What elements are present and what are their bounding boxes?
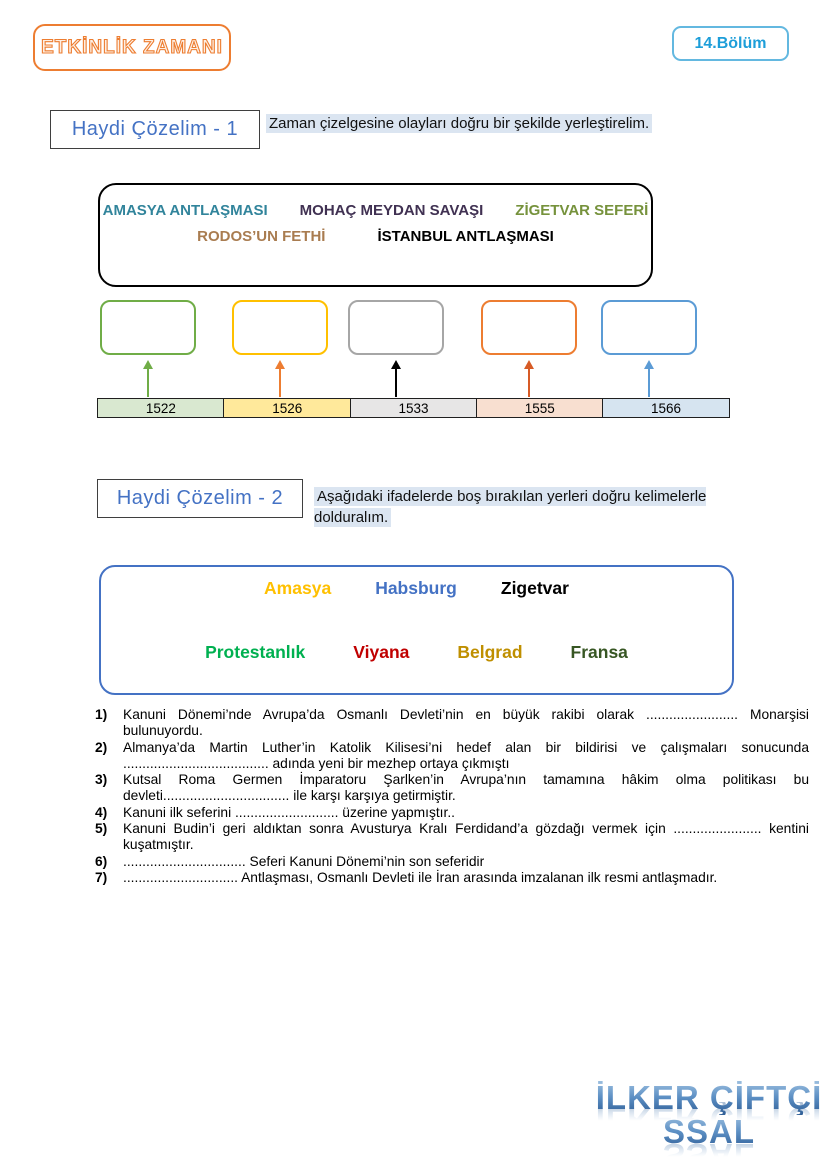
chapter-badge: 14.Bölüm [672,26,789,61]
timeline-year-bar: 1522 1526 1533 1555 1566 [97,398,730,418]
question-3-text: Kutsal Roma Germen İmparatoru Şarlken’in… [123,772,809,804]
event-label-mohac-meydan-savasi[interactable]: MOHAÇ MEYDAN SAVAŞI [299,202,484,219]
year-cell-1566: 1566 [602,398,730,418]
year-cell-1526: 1526 [223,398,352,418]
event-row-1: AMASYA ANTLAŞMASI MOHAÇ MEYDAN SAVAŞI Zİ… [100,202,651,219]
question-4-text: Kanuni ilk seferini ....................… [123,804,456,820]
watermark-name: İLKER ÇİFTÇİ [595,1079,823,1116]
section2-title: Haydi Çözelim - 2 [116,487,284,509]
event-label-istanbul-antlasmasi[interactable]: İSTANBUL ANTLAŞMASI [377,228,554,245]
question-2: 2) Almanya’da Martin Luther’in Katolik K… [95,739,809,771]
chapter-label: 14.Bölüm [694,34,767,52]
word-chip-belgrad[interactable]: Belgrad [457,642,523,662]
question-1: 1) Kanuni Dönemi’nde Avrupa’da Osmanlı D… [95,707,809,739]
section1-title: Haydi Çözelim - 1 [71,118,239,140]
section2-instruction: Aşağıdaki ifadelerde boş bırakılan yerle… [314,487,707,527]
event-label-zigetvar-seferi[interactable]: ZİGETVAR SEFERİ [515,202,649,219]
event-label-amasya-antlasmasi[interactable]: AMASYA ANTLAŞMASI [102,202,268,219]
question-6-text: ................................ Seferi … [123,853,485,869]
question-list: 1) Kanuni Dönemi’nde Avrupa’da Osmanlı D… [95,707,809,886]
question-2-text: Almanya’da Martin Luther’in Katolik Kili… [123,739,809,771]
watermark-school: SSAL [662,1113,755,1151]
timeline-answer-box-1522[interactable] [100,300,196,355]
word-row-1: Amasya Habsburg Zigetvar [101,578,732,599]
arrow-up-icon [275,360,285,397]
event-label-rodosun-fethi[interactable]: RODOS’UN FETHİ [197,228,326,245]
question-1-text: Kanuni Dönemi’nde Avrupa’da Osmanlı Devl… [123,707,809,739]
timeline-answer-box-1566[interactable] [601,300,697,355]
question-5: 5) Kanuni Budin’i geri aldıktan sonra Av… [95,821,809,853]
section2-title-box: Haydi Çözelim - 2 [97,479,303,518]
word-chip-habsburg[interactable]: Habsburg [375,578,457,598]
event-row-2: RODOS’UN FETHİ İSTANBUL ANTLAŞMASI [100,228,651,245]
question-7-text: .............................. Antlaşmas… [123,869,718,885]
event-word-bank: AMASYA ANTLAŞMASI MOHAÇ MEYDAN SAVAŞI Zİ… [98,183,653,287]
arrow-up-icon [524,360,534,397]
timeline-answer-box-1533[interactable] [348,300,444,355]
question-6: 6) ................................ Sefe… [95,854,809,870]
word-chip-protestanlik[interactable]: Protestanlık [205,642,306,662]
answer-word-bank: Amasya Habsburg Zigetvar Protestanlık Vi… [99,565,734,695]
question-4: 4) Kanuni ilk seferini .................… [95,805,809,821]
question-7: 7) .............................. Antlaş… [95,870,809,886]
activity-time-badge: ETKİNLİK ZAMANI [33,24,231,71]
word-chip-amasya[interactable]: Amasya [264,578,332,598]
year-cell-1555: 1555 [475,398,604,418]
word-chip-viyana[interactable]: Viyana [353,642,410,662]
timeline-answer-box-1555[interactable] [481,300,577,355]
section1-instruction: Zaman çizelgesine olayları doğru bir şek… [266,113,746,134]
word-chip-zigetvar[interactable]: Zigetvar [500,578,569,598]
year-cell-1522: 1522 [97,398,225,418]
section1-title-box: Haydi Çözelim - 1 [50,110,260,149]
question-3: 3) Kutsal Roma Germen İmparatoru Şarlken… [95,772,809,804]
word-chip-fransa[interactable]: Fransa [570,642,628,662]
activity-time-label: ETKİNLİK ZAMANI [41,36,223,58]
arrow-up-icon [391,360,401,397]
timeline-answer-box-1526[interactable] [232,300,328,355]
word-row-2: Protestanlık Viyana Belgrad Fransa [101,642,732,663]
arrow-up-icon [143,360,153,397]
year-cell-1533: 1533 [349,398,478,418]
author-watermark: İLKER ÇİFTÇİ SSAL [559,1079,828,1151]
question-5-text: Kanuni Budin’i geri aldıktan sonra Avust… [123,821,809,853]
arrow-up-icon [644,360,654,397]
